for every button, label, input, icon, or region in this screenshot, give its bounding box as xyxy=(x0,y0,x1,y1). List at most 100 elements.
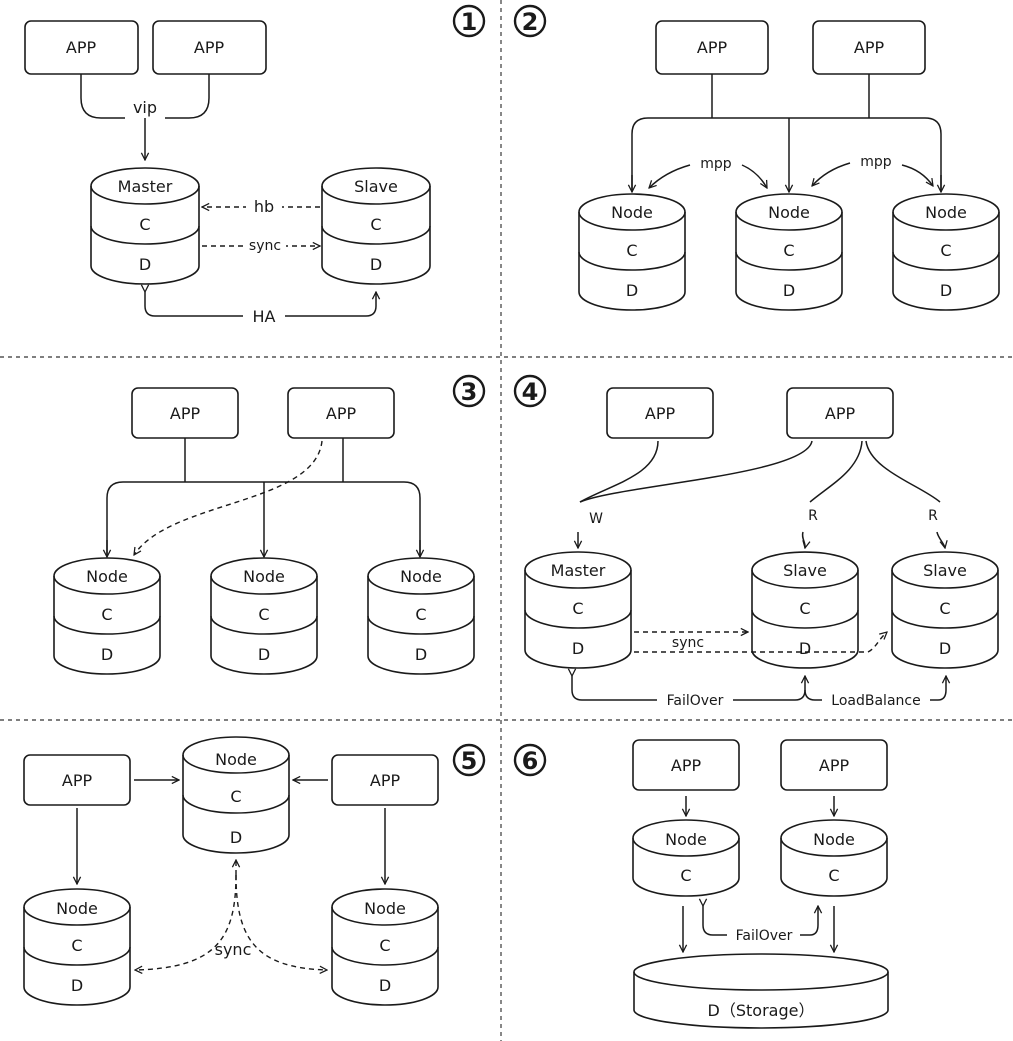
app-label: APP xyxy=(697,38,728,57)
panel-number-5: 5 xyxy=(452,743,486,777)
node-label: Node xyxy=(611,203,653,222)
app-box xyxy=(331,754,439,806)
app-box xyxy=(287,387,395,439)
app-label: APP xyxy=(66,38,97,57)
failover-label: FailOver xyxy=(667,693,724,709)
app-box xyxy=(606,387,714,439)
node-label: Node xyxy=(243,567,285,586)
panel-number-4: 4 xyxy=(513,374,547,408)
slave-cylinder: Slave C D xyxy=(321,167,431,285)
svg-text:4: 4 xyxy=(522,378,539,406)
node-cylinder: Node C D xyxy=(182,736,290,854)
master-label: Master xyxy=(551,561,606,580)
c-label: C xyxy=(258,605,269,624)
app-label: APP xyxy=(62,771,93,790)
svg-text:2: 2 xyxy=(522,8,539,36)
sync-label: sync xyxy=(249,238,281,254)
vip-label: vip xyxy=(133,98,157,117)
node-label: Node xyxy=(768,203,810,222)
mpp-arrow xyxy=(649,164,691,188)
slave-label: Slave xyxy=(923,561,967,580)
master-cylinder: Master C D xyxy=(524,551,632,669)
d-label: D xyxy=(230,828,242,847)
loadbalance-label: LoadBalance xyxy=(831,693,920,709)
panel-3: APP APP Node C D Node C D xyxy=(53,387,475,675)
c-label: C xyxy=(828,866,839,885)
mpp-arrow xyxy=(741,164,767,188)
bus-line xyxy=(631,117,942,190)
failover-label: FailOver xyxy=(736,928,793,944)
c-label: C xyxy=(71,936,82,955)
mpp-label: mpp xyxy=(700,156,732,172)
write-path xyxy=(579,440,813,503)
sync-arrow xyxy=(634,632,887,653)
storage-label: D（Storage） xyxy=(708,1001,815,1020)
panel-1: APP APP vip Master C D Slave C D hb xyxy=(24,20,431,326)
app-label: APP xyxy=(170,404,201,423)
app-label: APP xyxy=(671,756,702,775)
c-label: C xyxy=(783,241,794,260)
panel-number-2: 2 xyxy=(513,4,547,38)
sync-arrow xyxy=(235,874,327,970)
node-cylinder: Node C xyxy=(780,819,888,897)
c-label: C xyxy=(139,215,150,234)
app-box xyxy=(780,739,888,791)
panel-4: APP APP W R R Master C D Slave C D xyxy=(524,387,999,710)
storage-cylinder: D（Storage） xyxy=(633,953,889,1029)
d-label: D xyxy=(370,255,382,274)
app-label: APP xyxy=(645,404,676,423)
svg-text:3: 3 xyxy=(461,378,478,406)
d-label: D xyxy=(939,639,951,658)
node-cylinder: Node C D xyxy=(210,557,318,675)
app-label: APP xyxy=(825,404,856,423)
r-label: R xyxy=(928,508,938,524)
direct-route-arrow xyxy=(134,440,323,555)
d-label: D xyxy=(572,639,584,658)
sync-arrow xyxy=(135,874,237,970)
node-cylinder: Node C D xyxy=(331,888,439,1006)
write-path xyxy=(579,440,659,503)
vip-connector xyxy=(80,74,125,119)
d-label: D xyxy=(783,281,795,300)
svg-text:1: 1 xyxy=(461,8,478,36)
read-path xyxy=(865,440,941,503)
slave-cylinder: Slave C D xyxy=(891,551,999,669)
vip-connector xyxy=(165,74,210,119)
slave-label: Slave xyxy=(354,177,398,196)
d-label: D xyxy=(379,976,391,995)
mpp-arrow xyxy=(901,164,933,186)
node-label: Node xyxy=(56,899,98,918)
c-label: C xyxy=(939,599,950,618)
c-label: C xyxy=(680,866,691,885)
read-arrow xyxy=(936,531,945,548)
hb-label: hb xyxy=(254,197,274,216)
c-label: C xyxy=(370,215,381,234)
mpp-label: mpp xyxy=(860,154,892,170)
c-label: C xyxy=(379,936,390,955)
master-cylinder: Master C D xyxy=(90,167,200,285)
panel-number-1: 1 xyxy=(452,4,486,38)
ha-label: HA xyxy=(253,307,276,326)
d-label: D xyxy=(799,639,811,658)
node-cylinder: Node C D xyxy=(367,557,475,675)
read-path xyxy=(809,440,863,503)
node-label: Node xyxy=(86,567,128,586)
svg-text:5: 5 xyxy=(461,747,478,775)
panel-number-3: 3 xyxy=(452,374,486,408)
c-label: C xyxy=(940,241,951,260)
app-label: APP xyxy=(370,771,401,790)
failover-connector xyxy=(800,906,818,936)
read-arrow xyxy=(801,531,806,548)
node-label: Node xyxy=(665,830,707,849)
c-label: C xyxy=(626,241,637,260)
app-label: APP xyxy=(326,404,357,423)
node-label: Node xyxy=(400,567,442,586)
svg-text:6: 6 xyxy=(522,747,539,775)
r-label: R xyxy=(808,508,818,524)
node-cylinder: Node C D xyxy=(53,557,161,675)
node-label: Node xyxy=(813,830,855,849)
node-cylinder: Node C D xyxy=(23,888,131,1006)
failover-connector xyxy=(703,906,727,936)
loadbalance-connector xyxy=(804,676,946,701)
